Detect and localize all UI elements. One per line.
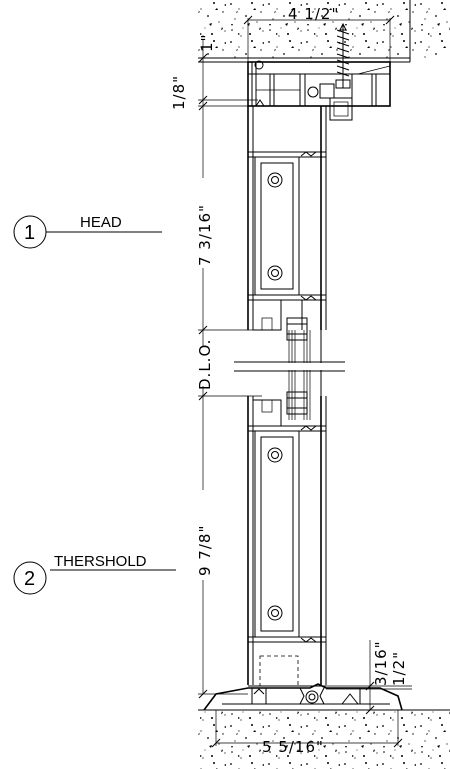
dlo-dimension: D.L.O. [196, 339, 214, 390]
threshold-profile [203, 683, 403, 711]
callout-head-number: 1 [24, 222, 35, 244]
head-frame [247, 60, 391, 121]
sill-offset-a-dimension: 3/16" [372, 640, 390, 686]
screw-anchor [335, 22, 351, 89]
lower-sash [247, 391, 327, 687]
callout-threshold-label: THERSHOLD [54, 553, 147, 570]
sill-width-dimension: 5 5/16" [262, 738, 324, 756]
head-concrete [198, 0, 450, 63]
sill-offset-b-dimension: 1/2" [390, 651, 408, 686]
callout-threshold-bubble [13, 561, 47, 595]
sill-concrete [198, 709, 450, 769]
upper-sash [247, 106, 327, 341]
lower-height-dimension: 9 7/8" [196, 525, 214, 576]
callout-head-label: HEAD [80, 214, 122, 231]
callout-threshold: 2 THERSHOLD [13, 553, 176, 595]
head-clearance-dimension: 1" [198, 34, 216, 52]
break-lines [234, 361, 345, 372]
dimension-lines [198, 15, 412, 748]
head-offset-dimension: 1/8" [170, 75, 188, 110]
callout-head: 1 HEAD [13, 214, 162, 249]
glazing [288, 330, 322, 420]
upper-height-dimension: 7 3/16" [196, 204, 214, 266]
head-width-dimension: 4 1/2" [288, 5, 339, 23]
callout-threshold-number: 2 [24, 568, 35, 590]
